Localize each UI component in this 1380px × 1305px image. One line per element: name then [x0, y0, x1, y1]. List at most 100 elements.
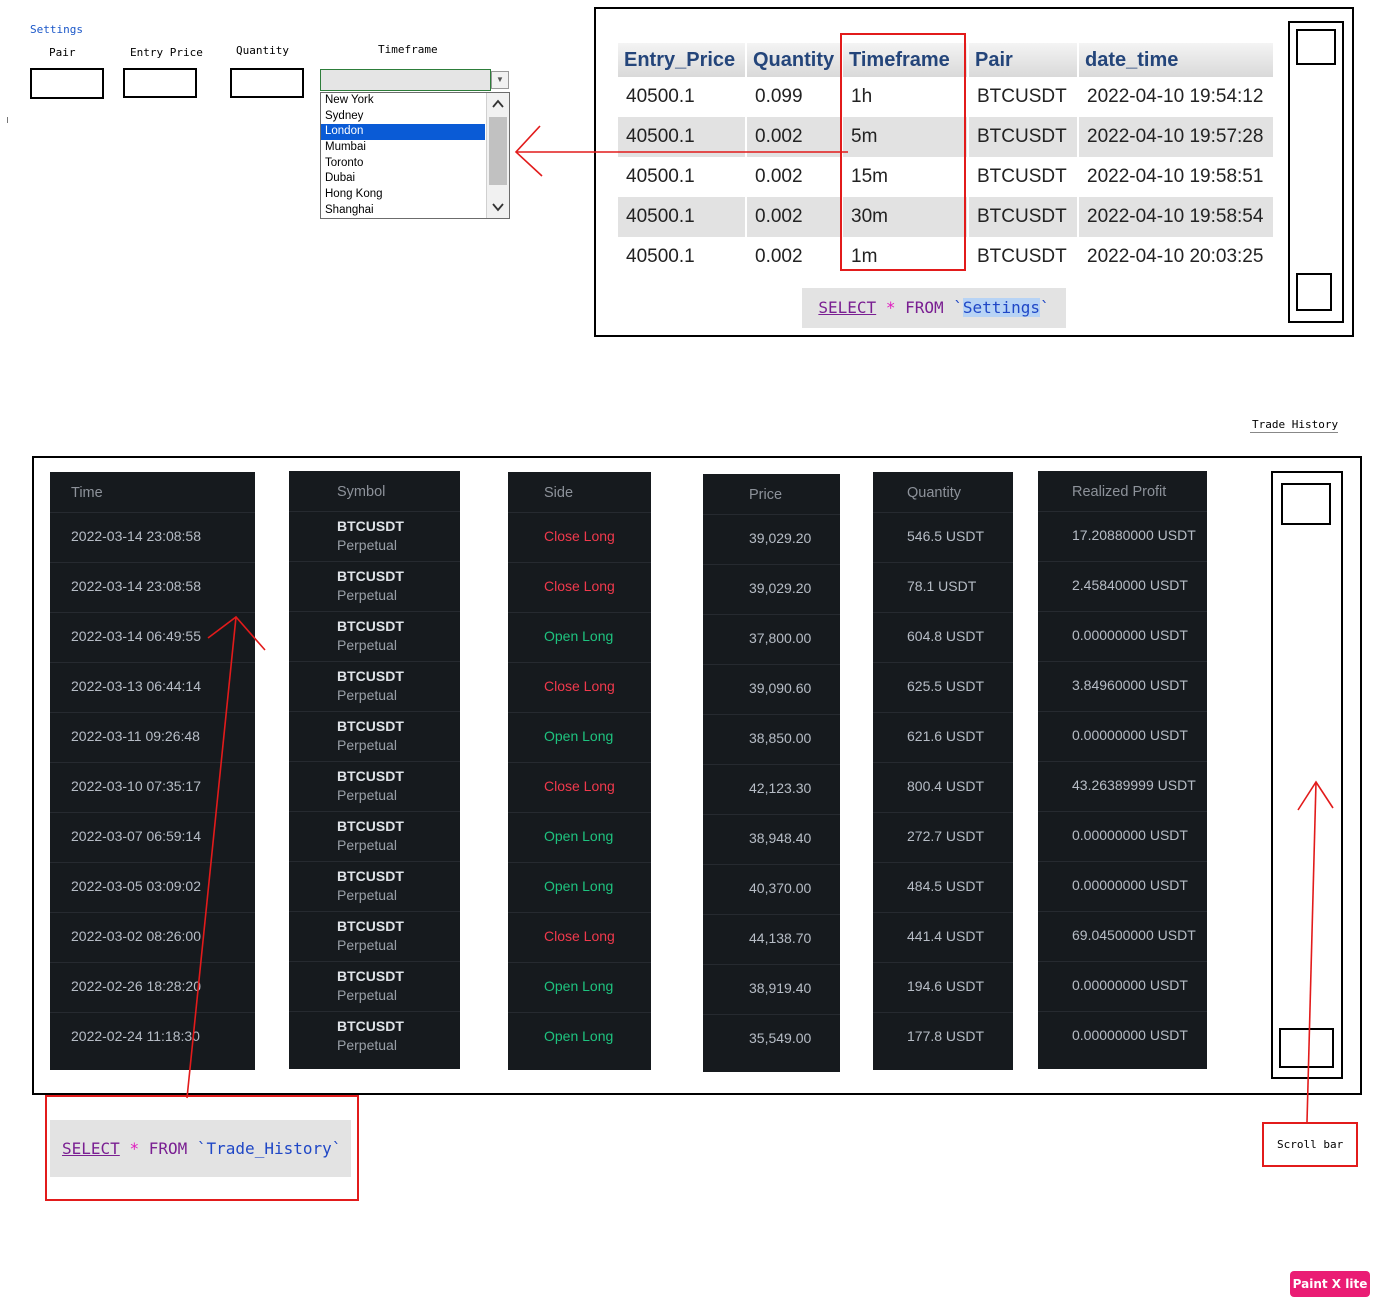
- trade-symbol: BTCUSDT: [337, 518, 404, 534]
- sql-table-name: Settings: [962, 298, 1040, 317]
- row-divider: [289, 511, 460, 512]
- trade-contract-type: Perpetual: [337, 937, 397, 953]
- settings-table-panel: Entry_Price Quantity Timeframe Pair date…: [594, 7, 1354, 337]
- cell: BTCUSDT: [977, 166, 1067, 187]
- arrow-left-icon: [514, 125, 848, 177]
- row-divider: [873, 612, 1013, 613]
- row-divider: [873, 562, 1013, 563]
- row-divider: [1038, 761, 1207, 762]
- trade-time: 2022-03-05 03:09:02: [71, 878, 201, 894]
- header-pair[interactable]: Pair: [969, 43, 1077, 77]
- trade-contract-type: Perpetual: [337, 887, 397, 903]
- scroll-down-button[interactable]: [1296, 273, 1332, 311]
- quantity-input[interactable]: [230, 68, 304, 98]
- row-divider: [703, 814, 840, 815]
- cell: 40500.1: [626, 166, 695, 187]
- trade-quantity: 272.7 USDT: [907, 828, 985, 844]
- table-row: 40500.1 0.099 1h BTCUSDT 2022-04-10 19:5…: [618, 77, 1273, 117]
- header-quantity[interactable]: Quantity: [747, 43, 841, 77]
- sql-select-keyword: SELECT: [818, 298, 877, 317]
- scroll-bar-annotation-box: [1262, 1122, 1358, 1167]
- table-row: 40500.1 0.002 1m BTCUSDT 2022-04-10 20:0…: [618, 237, 1273, 277]
- row-divider: [50, 562, 255, 563]
- dropdown-scroll-thumb[interactable]: [489, 117, 507, 185]
- dropdown-option[interactable]: Shanghai: [325, 203, 374, 216]
- trade-price: 38,919.40: [749, 980, 812, 996]
- trade-time: 2022-03-02 08:26:00: [71, 928, 201, 944]
- scroll-up-button[interactable]: [1281, 483, 1331, 525]
- row-divider: [508, 912, 651, 913]
- trade-symbol: BTCUSDT: [337, 568, 404, 584]
- row-divider: [289, 761, 460, 762]
- dropdown-option[interactable]: Dubai: [325, 172, 356, 185]
- cell: 40500.1: [626, 246, 695, 267]
- cell: 2022-04-10 19:58:54: [1079, 197, 1273, 237]
- row-divider: [50, 862, 255, 863]
- cell: BTCUSDT: [969, 197, 1077, 237]
- header-timeframe[interactable]: Timeframe: [843, 43, 967, 77]
- settings-scrollbar[interactable]: [1288, 21, 1344, 323]
- row-divider: [50, 1012, 255, 1013]
- trade-realized-profit: 43.26389999 USDT: [1072, 777, 1196, 793]
- trade-symbol: BTCUSDT: [337, 918, 404, 934]
- scroll-down-button[interactable]: [1279, 1028, 1334, 1068]
- header-side: Side: [544, 485, 574, 501]
- trade-time: 2022-03-14 23:08:58: [71, 578, 201, 594]
- pair-input[interactable]: [30, 68, 104, 99]
- sql-select-keyword: SELECT: [62, 1139, 120, 1158]
- timeframe-dropdown-list[interactable]: New York Sydney London Mumbai Toronto Du…: [320, 92, 510, 219]
- sql-star: *: [885, 298, 896, 317]
- scroll-bar-annotation-label: Scroll bar: [1277, 1138, 1344, 1151]
- row-divider: [873, 862, 1013, 863]
- row-divider: [703, 564, 840, 565]
- trade-contract-type: Perpetual: [337, 537, 397, 553]
- header-time: Time: [71, 485, 103, 501]
- dropdown-option[interactable]: Toronto: [325, 156, 364, 169]
- row-divider: [508, 762, 651, 763]
- entry-price-input[interactable]: [123, 68, 197, 98]
- row-divider: [508, 812, 651, 813]
- trade-realized-profit: 0.00000000 USDT: [1072, 727, 1188, 743]
- row-divider: [289, 561, 460, 562]
- trade-contract-type: Perpetual: [337, 787, 397, 803]
- trade-quantity: 177.8 USDT: [907, 1028, 985, 1044]
- row-divider: [50, 662, 255, 663]
- trade-time: 2022-02-26 18:28:20: [71, 978, 201, 994]
- row-divider: [289, 911, 460, 912]
- dropdown-option[interactable]: New York: [325, 94, 374, 106]
- scroll-down-icon[interactable]: [487, 196, 509, 218]
- trade-side: Open Long: [544, 728, 614, 744]
- header-entry-price[interactable]: Entry_Price: [618, 43, 745, 77]
- trade-history-scrollbar[interactable]: [1271, 471, 1343, 1079]
- trade-realized-profit: 0.00000000 USDT: [1072, 977, 1188, 993]
- trade-realized-profit: 17.20880000 USDT: [1072, 527, 1196, 543]
- scroll-up-icon[interactable]: [487, 93, 509, 115]
- timeframe-combobox[interactable]: [320, 69, 491, 91]
- timeframe-dropdown-button[interactable]: ▼: [491, 71, 509, 89]
- scroll-up-button[interactable]: [1296, 29, 1336, 65]
- row-divider: [50, 512, 255, 513]
- row-divider: [1038, 711, 1207, 712]
- entry-price-label: Entry Price: [130, 46, 203, 59]
- dropdown-option-selected[interactable]: London: [321, 124, 485, 141]
- cell: 1h: [851, 86, 873, 107]
- dropdown-scrollbar[interactable]: [486, 93, 509, 218]
- header-date-time[interactable]: date_time: [1079, 43, 1273, 77]
- dropdown-option[interactable]: Mumbai: [325, 141, 366, 154]
- trade-contract-type: Perpetual: [337, 837, 397, 853]
- row-divider: [1038, 511, 1207, 512]
- trade-quantity: 604.8 USDT: [907, 628, 985, 644]
- row-divider: [703, 864, 840, 865]
- dropdown-option[interactable]: Sydney: [325, 109, 364, 122]
- dropdown-option[interactable]: Hong Kong: [325, 188, 383, 201]
- row-divider: [873, 512, 1013, 513]
- trade-quantity: 621.6 USDT: [907, 728, 985, 744]
- trade-symbol: BTCUSDT: [337, 968, 404, 984]
- row-divider: [508, 662, 651, 663]
- trade-quantity: 78.1 USDT: [907, 578, 977, 594]
- row-divider: [703, 764, 840, 765]
- trade-time: 2022-03-11 09:26:48: [71, 728, 200, 744]
- trade-side: Close Long: [544, 778, 615, 794]
